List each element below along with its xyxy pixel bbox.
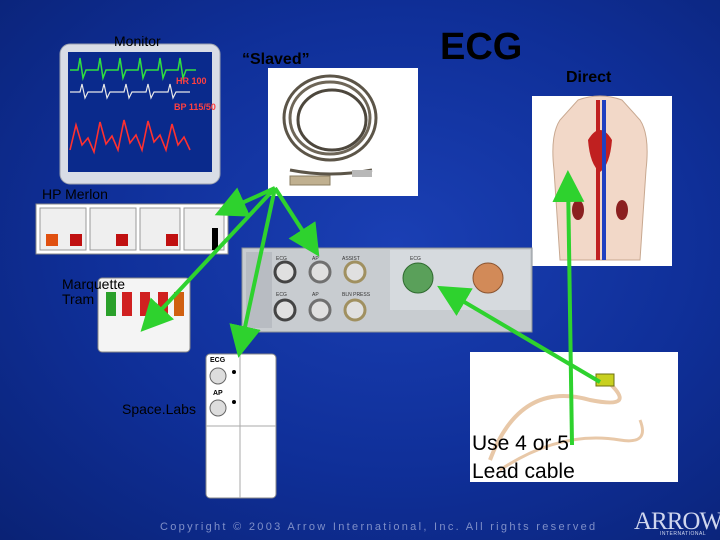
hp-merlon-label: HP Merlon bbox=[42, 186, 108, 202]
arrow-logo: ARROW bbox=[634, 508, 720, 535]
cable-image bbox=[268, 68, 418, 196]
lead-cable-line2: Lead cable bbox=[472, 460, 575, 483]
spacelabs-label: Space.Labs bbox=[122, 401, 196, 417]
lead-cable-line1: Use 4 or 5 bbox=[472, 432, 569, 455]
slaved-label: “Slaved” bbox=[242, 51, 310, 68]
monitor-image: HR 100 BP 115/50 bbox=[59, 43, 221, 185]
spacelabs-ap-label: AP bbox=[213, 390, 223, 397]
spacelabs-module: ECG AP bbox=[205, 353, 277, 499]
hp-merlon-module bbox=[35, 203, 229, 255]
panel-label-6: BLN PRESS bbox=[342, 292, 371, 298]
panel-label-5: AP bbox=[312, 292, 319, 298]
panel-label-0: ECG bbox=[276, 256, 287, 262]
spacelabs-ecg-label: ECG bbox=[210, 357, 226, 364]
lead-cable-image bbox=[470, 352, 678, 482]
page-title: ECG bbox=[440, 26, 523, 68]
copyright-text: Copyright © 2003 Arrow International, In… bbox=[160, 521, 598, 533]
balloon-pump-panel: ECG AP ASSIST ECG ECG AP BLN PRESS bbox=[241, 247, 533, 333]
direct-label: Direct bbox=[566, 69, 612, 86]
marquette-label-line1: Marquette bbox=[62, 276, 126, 292]
panel-label-3: ECG bbox=[410, 256, 421, 262]
lead-cable-caption: Use 4 or 5 Lead cable bbox=[472, 430, 575, 486]
arrow-logo-subtitle: INTERNATIONAL bbox=[660, 531, 707, 537]
marquette-label-line2: Tram bbox=[62, 291, 95, 307]
monitor-label: Monitor bbox=[114, 33, 161, 49]
monitor-bp-readout: BP 115/50 bbox=[174, 102, 216, 112]
anatomy-image bbox=[532, 95, 672, 266]
panel-label-2: ASSIST bbox=[342, 256, 360, 262]
panel-label-4: ECG bbox=[276, 292, 287, 298]
connection-arrows bbox=[140, 170, 602, 446]
panel-label-1: AP bbox=[312, 256, 319, 262]
monitor-hr-readout: HR 100 bbox=[176, 76, 207, 86]
